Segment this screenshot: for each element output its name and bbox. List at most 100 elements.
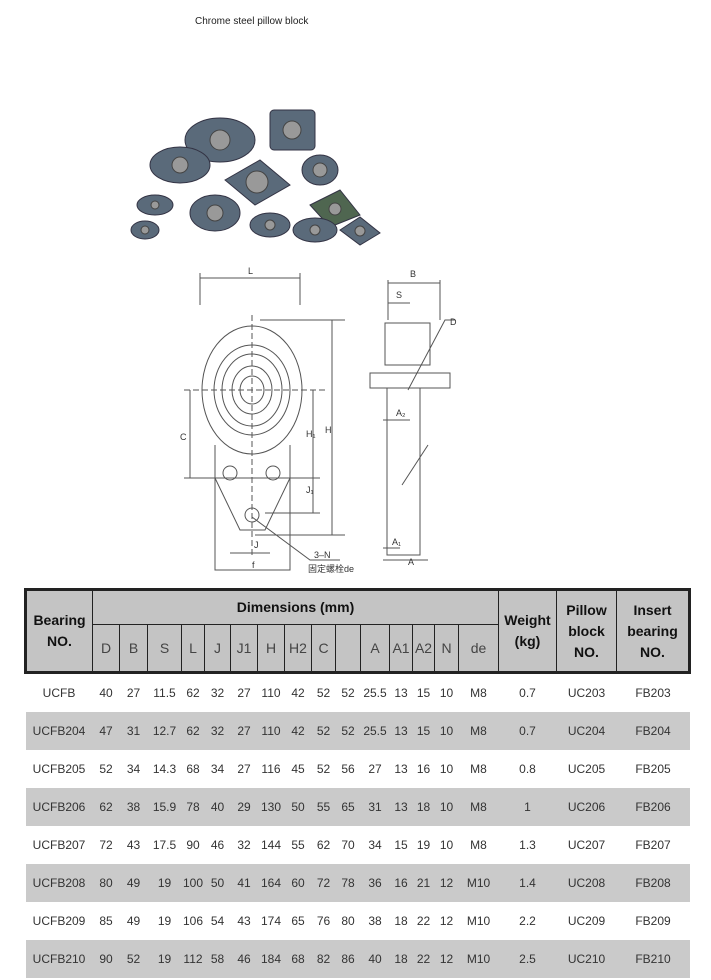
- table-cell: 22: [412, 902, 435, 940]
- table-cell: 82: [311, 940, 336, 978]
- table-cell: UCFB207: [25, 826, 93, 864]
- table-cell: 43: [230, 902, 258, 940]
- header-weight: Weight (kg): [498, 589, 557, 673]
- table-cell: M8: [458, 788, 499, 826]
- table-cell: 50: [204, 864, 231, 902]
- table-cell: 19: [147, 864, 182, 902]
- table-cell: 10: [434, 712, 459, 750]
- label-A2: A₂: [396, 408, 406, 418]
- table-cell: 10: [434, 826, 459, 864]
- table-cell: 100: [181, 864, 205, 902]
- table-cell: M10: [458, 902, 499, 940]
- table-cell: 52: [311, 712, 336, 750]
- header-pillow-block: Pillow block NO.: [556, 589, 617, 673]
- specifications-table: Bearing NO. Dimensions (mm) Weight (kg) …: [24, 588, 691, 978]
- table-cell: 46: [204, 826, 231, 864]
- table-cell: 38: [360, 902, 390, 940]
- table-cell: 18: [389, 940, 413, 978]
- table-cell: 10: [434, 672, 459, 712]
- label-D: D: [450, 317, 457, 327]
- side-view: [369, 280, 455, 561]
- table-cell: 27: [360, 750, 390, 788]
- table-cell: FB207: [616, 826, 690, 864]
- table-cell: 15: [412, 712, 435, 750]
- header-dim-L: L: [181, 624, 205, 673]
- table-cell: 78: [181, 788, 205, 826]
- table-cell: 42: [284, 712, 312, 750]
- table-cell: 68: [284, 940, 312, 978]
- table-cell: 36: [360, 864, 390, 902]
- table-cell: 15: [389, 826, 413, 864]
- table-cell: 45: [284, 750, 312, 788]
- table-cell: UC208: [556, 864, 617, 902]
- product-photo: [130, 109, 381, 246]
- table-cell: 76: [311, 902, 336, 940]
- table-cell: UC210: [556, 940, 617, 978]
- table-cell: 72: [92, 826, 120, 864]
- header-dim-N: N: [434, 624, 459, 673]
- table-cell: 65: [284, 902, 312, 940]
- table-cell: 27: [119, 672, 148, 712]
- table-cell: 40: [204, 788, 231, 826]
- table-cell: 72: [311, 864, 336, 902]
- table-cell: UCFB204: [25, 712, 93, 750]
- table-cell: 110: [257, 672, 285, 712]
- table-cell: 52: [119, 940, 148, 978]
- label-C: C: [180, 432, 187, 442]
- table-cell: 17.5: [147, 826, 182, 864]
- table-cell: 40: [360, 940, 390, 978]
- table-cell: 49: [119, 902, 148, 940]
- table-cell: 49: [119, 864, 148, 902]
- table-cell: 38: [119, 788, 148, 826]
- label-H1: H₁: [306, 429, 316, 439]
- table-cell: M10: [458, 864, 499, 902]
- table-cell: FB203: [616, 672, 690, 712]
- table-cell: 62: [311, 826, 336, 864]
- table-cell: 0.7: [498, 672, 557, 712]
- table-cell: 60: [284, 864, 312, 902]
- label-H: H: [325, 425, 332, 435]
- table-cell: 16: [412, 750, 435, 788]
- table-cell: 70: [335, 826, 361, 864]
- table-cell: UCFB206: [25, 788, 93, 826]
- table-cell: 46: [230, 940, 258, 978]
- table-cell: UCFB208: [25, 864, 93, 902]
- label-S: S: [396, 290, 402, 300]
- table-cell: 130: [257, 788, 285, 826]
- table-cell: 47: [92, 712, 120, 750]
- header-dim-de: de: [458, 624, 499, 673]
- table-cell: 13: [389, 672, 413, 712]
- table-cell: FB206: [616, 788, 690, 826]
- table-cell: 55: [284, 826, 312, 864]
- table-cell: 43: [119, 826, 148, 864]
- table-cell: M10: [458, 940, 499, 978]
- page-title: Chrome steel pillow block: [195, 16, 309, 27]
- table-cell: 144: [257, 826, 285, 864]
- table-cell: 11.5: [147, 672, 182, 712]
- header-dim-S: S: [147, 624, 182, 673]
- table-cell: 12.7: [147, 712, 182, 750]
- front-view: [184, 273, 345, 571]
- table-cell: 13: [389, 750, 413, 788]
- table-cell: 0.8: [498, 750, 557, 788]
- table-cell: 13: [389, 712, 413, 750]
- table-cell: 52: [92, 750, 120, 788]
- table-cell: M8: [458, 712, 499, 750]
- table-cell: 15: [412, 672, 435, 712]
- table-cell: 29: [230, 788, 258, 826]
- table-cell: 22: [412, 940, 435, 978]
- table-cell: 13: [389, 788, 413, 826]
- header-dim-A2: A2: [412, 624, 435, 673]
- table-cell: UCFB210: [25, 940, 93, 978]
- header-dim-H2: H2: [284, 624, 312, 673]
- header-dim-H: H: [257, 624, 285, 673]
- table-cell: 0.7: [498, 712, 557, 750]
- table-cell: 19: [147, 902, 182, 940]
- table-cell: UC205: [556, 750, 617, 788]
- table-cell: 34: [119, 750, 148, 788]
